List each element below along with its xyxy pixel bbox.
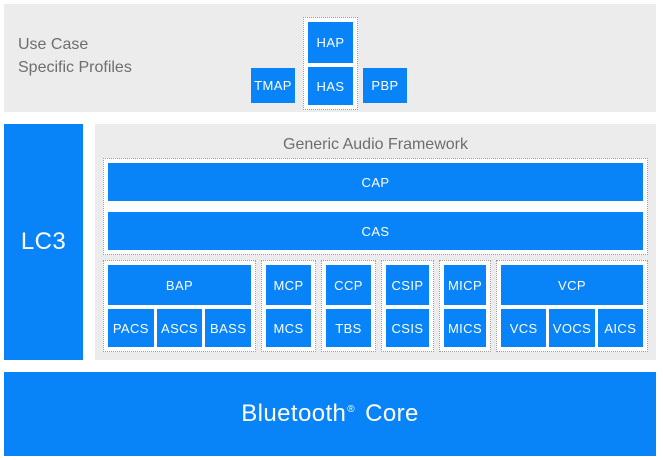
generic-audio-framework-title: Generic Audio Framework (283, 136, 468, 153)
csip-group: CSIP CSIS (381, 260, 434, 352)
use-case-label-line2: Specific Profiles (18, 59, 132, 76)
tbs-block: TBS (326, 309, 371, 347)
mics-block: MICS (444, 309, 486, 347)
mcs-block: MCS (266, 309, 311, 347)
mcp-group: MCP MCS (261, 260, 316, 352)
bluetooth-word: Bluetooth (241, 400, 347, 427)
pacs-block: PACS (108, 309, 154, 347)
bap-group: BAP PACS ASCS BASS (103, 260, 256, 352)
bass-block: BASS (205, 309, 252, 347)
micp-group: MICP MICS (439, 260, 491, 352)
vcs-block: VCS (501, 309, 547, 347)
registered-trademark-symbol: ® (347, 404, 356, 415)
use-case-label-line1: Use Case (18, 36, 89, 53)
core-word: Core (358, 400, 419, 427)
bluetooth-core-block: Bluetooth® Core (4, 372, 656, 456)
aics-block: AICS (597, 309, 643, 347)
vocs-block: VOCS (549, 309, 595, 347)
has-block: HAS (308, 67, 353, 105)
csis-block: CSIS (386, 309, 429, 347)
cas-block: CAS (108, 212, 643, 250)
csip-services-row: CSIS (386, 309, 429, 347)
generic-audio-framework-panel: Generic Audio Framework CAP CAS BAP PACS… (95, 124, 656, 360)
hap-has-group: HAP HAS (303, 17, 358, 110)
micp-services-row: MICS (444, 309, 486, 347)
ccp-block: CCP (326, 265, 371, 305)
micp-block: MICP (444, 265, 486, 305)
use-case-profiles-label: Use Case Specific Profiles (18, 33, 132, 79)
hap-block: HAP (308, 22, 353, 63)
vcp-group: VCP VCS VOCS AICS (496, 260, 648, 352)
ccp-services-row: TBS (326, 309, 371, 347)
cap-cas-group: CAP CAS (103, 158, 648, 255)
vcp-block: VCP (501, 265, 643, 305)
bap-block: BAP (108, 265, 251, 305)
pbp-block: PBP (363, 68, 407, 103)
mcp-services-row: MCS (266, 309, 311, 347)
mcp-block: MCP (266, 265, 311, 305)
tmap-block: TMAP (251, 68, 295, 103)
vcp-services-row: VCS VOCS AICS (501, 309, 643, 347)
csip-block: CSIP (386, 265, 429, 305)
profile-service-groups-row: BAP PACS ASCS BASS MCP MCS CCP TBS (103, 260, 648, 352)
bluetooth-core-label: Bluetooth® Core (241, 400, 418, 428)
ascs-block: ASCS (156, 309, 203, 347)
cap-block: CAP (108, 163, 643, 201)
lc3-codec-block: LC3 (4, 124, 83, 360)
bap-services-row: PACS ASCS BASS (108, 309, 252, 347)
ccp-group: CCP TBS (321, 260, 376, 352)
use-case-profiles-panel: Use Case Specific Profiles TMAP HAP HAS … (4, 4, 656, 112)
